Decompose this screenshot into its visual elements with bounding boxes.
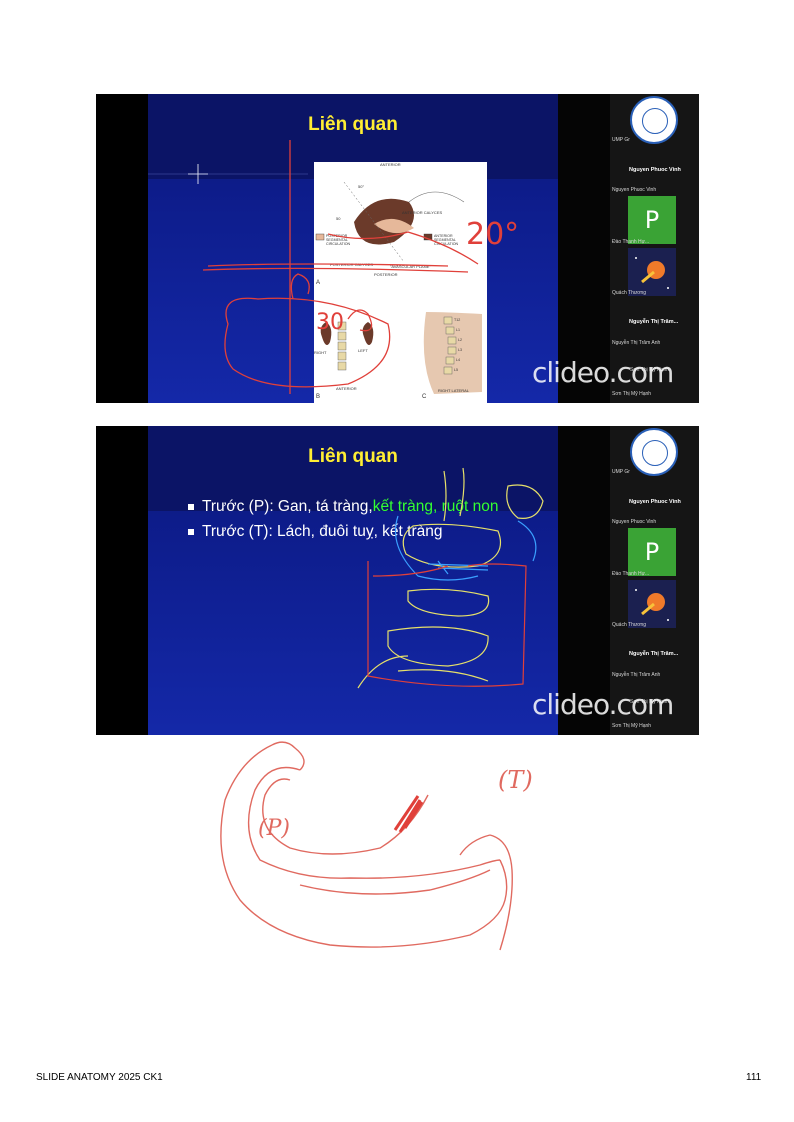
label-anterior-b: ANTERIOR: [336, 386, 357, 391]
dark-gap: [558, 426, 610, 735]
bullet-list: Trước (P): Gan, tá tràng, kết tràng, ruộ…: [188, 494, 499, 544]
handwritten-angle: 20°: [466, 217, 519, 252]
participant-name[interactable]: Nguyễn Thị Trâm Anh: [612, 672, 661, 678]
host-label: UMP Gr: [612, 137, 630, 143]
label-l5: L5: [454, 368, 458, 372]
label-angle-side: 50: [336, 216, 341, 221]
participant-name[interactable]: Nguyễn Thị Trâm Anh: [612, 340, 661, 346]
host-label: UMP Gr: [612, 469, 630, 475]
label-l3: L3: [458, 348, 462, 352]
participant-name-bold[interactable]: Nguyen Phuoc Vinh: [629, 499, 681, 505]
bullet-text: Trước (P): Gan, tá tràng,: [202, 498, 373, 515]
participant-name[interactable]: Đào Thanh Hự...: [612, 571, 650, 577]
participant-name[interactable]: Quách Thương: [612, 622, 647, 628]
participant-name-overlay[interactable]: Sơn Thị Mỹ Hạnh: [630, 699, 670, 705]
screenshot-1: Liên quan: [96, 94, 699, 403]
comet-avatar-icon[interactable]: [628, 580, 676, 628]
university-logo-icon: [630, 96, 678, 144]
label-anterior: ANTERIOR: [380, 162, 401, 167]
label-posterior: POSTERIOR: [374, 272, 398, 277]
dark-gap: [558, 94, 610, 403]
label-angle-top: 50°: [358, 184, 365, 189]
slide-1: Liên quan: [148, 94, 558, 403]
bullet-text: Trước (T): Lách, đuôi tuỵ, kết tràng: [202, 523, 443, 540]
label-l2: L2: [458, 338, 462, 342]
participant-name[interactable]: Quách Thương: [612, 290, 647, 296]
sketch-label-right: (T): [498, 766, 533, 794]
label-panel-a: A: [316, 280, 321, 286]
label-right: RIGHT: [314, 350, 327, 355]
red-annotation-strokes-1: 20° 30: [202, 140, 519, 394]
participant-name-bold[interactable]: Nguyen Phuoc Vinh: [629, 167, 681, 173]
kidney-orientation-figure: ANTERIOR 50° 50 ANTERIOR CALYCES POSTERI…: [314, 162, 487, 403]
sparkle-decoration: [148, 164, 308, 184]
label-left: LEFT: [358, 348, 368, 353]
slide-2: Liên quan Trước (P): Gan, tá tràng, kết …: [148, 426, 558, 735]
label-anterior-segmental: ANTERIOR SEGMENTAL CIRCULATION: [434, 234, 459, 246]
label-avascular-plane: "AVASCULAR PLANE": [390, 264, 431, 269]
avatar-p[interactable]: P: [628, 196, 676, 244]
screenshot-2: Liên quan Trước (P): Gan, tá tràng, kết …: [96, 426, 699, 735]
label-l1: L1: [456, 328, 460, 332]
participant-name[interactable]: Nguyen Phuoc Vinh: [612, 519, 657, 525]
annotation-strokes-2: [357, 467, 544, 689]
watermark: clideo.com: [532, 688, 674, 721]
participant-name[interactable]: Nguyen Phuoc Vinh: [612, 187, 657, 193]
bullet-square-icon: [188, 503, 194, 510]
label-right-lateral: RIGHT LATERAL: [438, 388, 469, 393]
label-panel-b: B: [316, 394, 321, 400]
avatar-p[interactable]: P: [628, 528, 676, 576]
handwritten-thirty: 30: [316, 310, 344, 335]
label-panel-c: C: [422, 394, 427, 400]
bullet-highlight: kết tràng, ruột non: [372, 498, 499, 515]
participant-name[interactable]: Đào Thanh Hự...: [612, 239, 650, 245]
participant-name[interactable]: Sơn Thị Mỹ Hạnh: [612, 723, 652, 729]
bullet-square-icon: [188, 528, 194, 535]
slide-title: Liên quan: [308, 114, 398, 135]
participants-panel-1: UMP Gr Nguyen Phuoc Vinh Nguyen Phuoc Vi…: [610, 94, 699, 403]
label-t12: T12: [454, 318, 461, 322]
slide-title: Liên quan: [308, 446, 398, 467]
slide-title-band: [148, 426, 558, 511]
participant-name-overlay[interactable]: Sơn Thị Mỹ Hạnh: [630, 367, 670, 373]
comet-avatar-icon[interactable]: [628, 248, 676, 296]
university-logo-icon: [630, 428, 678, 476]
footer-title: SLIDE ANATOMY 2025 CK1: [36, 1072, 163, 1083]
label-anterior-calyces: ANTERIOR CALYCES: [402, 210, 443, 215]
participant-name-bold[interactable]: Nguyễn Thị Trâm...: [629, 319, 679, 325]
bullet-item: Trước (P): Gan, tá tràng, kết tràng, ruộ…: [188, 494, 499, 519]
watermark: clideo.com: [532, 356, 674, 389]
bullet-item: Trước (T): Lách, đuôi tuỵ, kết tràng: [188, 519, 499, 544]
sketch-label-left: (P): [258, 816, 290, 841]
label-l4: L4: [456, 358, 460, 362]
page-number: 111: [746, 1072, 762, 1083]
participant-name[interactable]: Sơn Thị Mỹ Hạnh: [612, 391, 652, 397]
participants-panel-2: UMP Gr Nguyen Phuoc Vinh Nguyen Phuoc Vi…: [610, 426, 699, 735]
participant-name-bold[interactable]: Nguyễn Thị Trâm...: [629, 651, 679, 657]
